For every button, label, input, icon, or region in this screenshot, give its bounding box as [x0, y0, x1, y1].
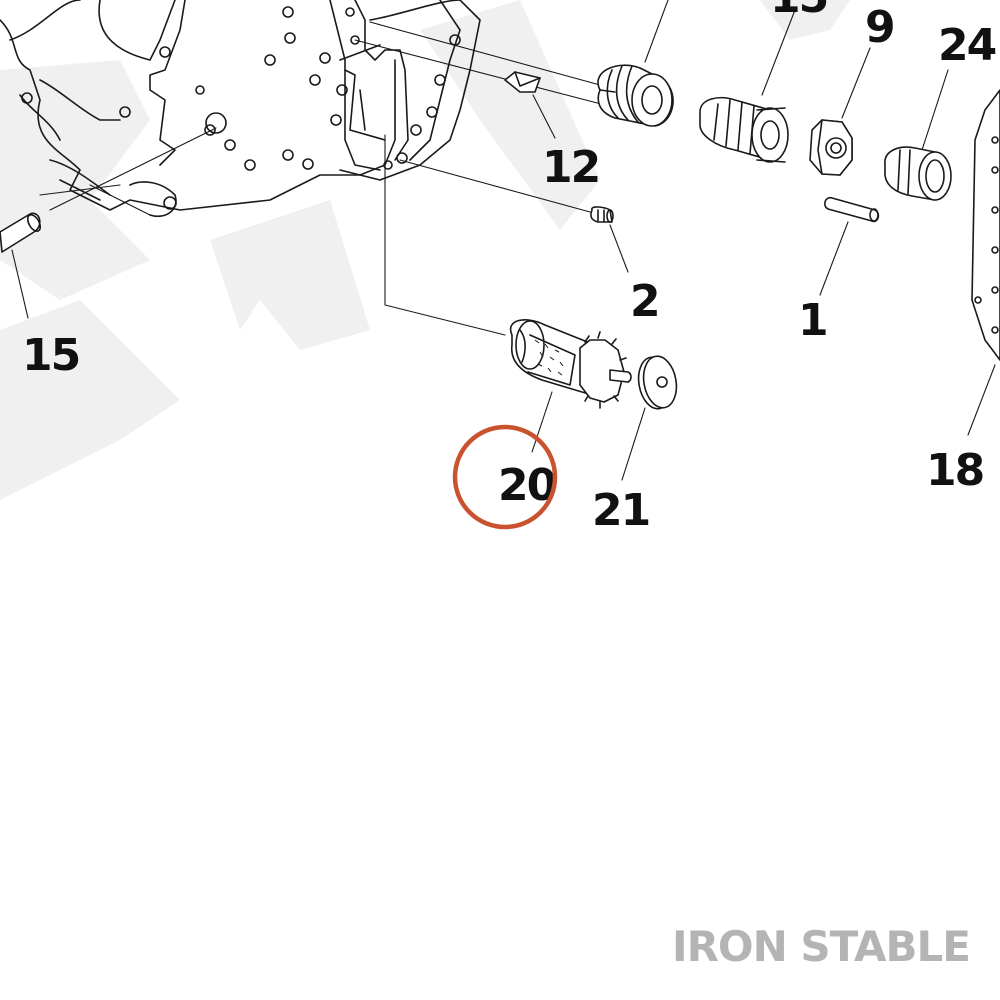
callout-12: 12 [542, 142, 599, 193]
woodruff-key-part-12 [504, 71, 541, 93]
callout-1: 1 [798, 295, 827, 346]
coupling-bushing [597, 64, 674, 127]
crankcase-housing [0, 0, 481, 217]
oil-pump-gear-part-20 [509, 319, 632, 409]
bolt-holes [21, 6, 461, 171]
background-watermark [0, 0, 850, 500]
thrust-washer-part-21 [637, 355, 678, 410]
callout-15-left: 15 [22, 330, 79, 381]
callout-2: 2 [630, 276, 659, 327]
highlight-circle [452, 424, 558, 530]
callout-15-top: 15 [770, 0, 827, 23]
hex-nut-part-9 [809, 119, 853, 176]
callout-21: 21 [592, 485, 649, 536]
sleeve-part-24 [884, 146, 952, 201]
brand-watermark: IRON STABLE [671, 922, 971, 971]
dowel-pin-part-1 [823, 196, 880, 223]
dowel-part-2 [590, 206, 614, 223]
callout-labels: 15 9 24 12 2 1 15 20 21 18 [22, 0, 998, 536]
callout-24: 24 [938, 20, 996, 71]
callout-18: 18 [926, 445, 983, 496]
leader-lines [11, 0, 996, 481]
shaft-part-15 [0, 212, 42, 253]
pinion-gear-part-13 [699, 96, 789, 163]
cover-plate-part-18 [971, 89, 1000, 361]
callout-9: 9 [865, 2, 894, 53]
